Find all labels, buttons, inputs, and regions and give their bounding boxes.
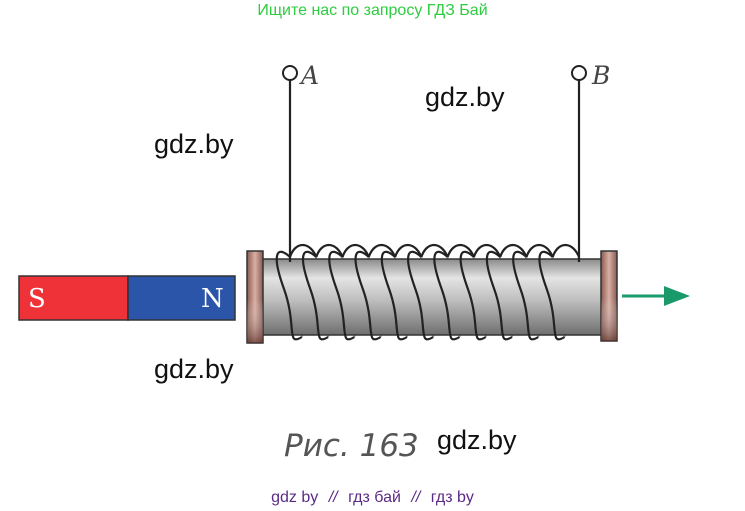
coil-turn-top — [551, 243, 581, 258]
terminal-b-contact — [571, 65, 587, 81]
bar-magnet: S N — [18, 275, 236, 321]
coil-turn — [407, 250, 434, 341]
footer-separator-2: // — [411, 489, 421, 506]
watermark-3: gdz.by — [154, 354, 234, 384]
coil-turn-top — [446, 243, 475, 258]
coil-turn — [302, 250, 329, 341]
watermark-2: gdz.by — [425, 82, 505, 112]
motion-arrow — [622, 286, 690, 306]
north-pole-label: N — [201, 284, 224, 314]
coil-turn-top — [367, 243, 397, 258]
coil-turn-top — [315, 243, 344, 258]
footer-link-2[interactable]: гдз бай — [348, 489, 401, 506]
footer-link-1[interactable]: gdz by — [271, 489, 319, 506]
terminal-a-contact — [282, 65, 298, 81]
footer-link-3[interactable]: гдз by — [430, 489, 474, 506]
coil-windings — [275, 243, 581, 341]
coil-tube — [261, 258, 605, 336]
coil-turn — [433, 250, 461, 341]
coil-turn — [538, 250, 566, 341]
terminal-b-label: B — [591, 61, 610, 90]
coil-turn — [380, 250, 408, 341]
coil-right-cap — [600, 250, 618, 342]
coil-turn — [328, 250, 355, 341]
coil-turn — [512, 250, 539, 341]
coil-turn-top — [472, 243, 502, 258]
watermark-4: gdz.by — [437, 425, 517, 455]
footer-separator-1: // — [328, 489, 338, 506]
south-pole-label: S — [28, 284, 46, 314]
coil-turn-top — [525, 243, 554, 258]
coil-turn — [485, 250, 513, 341]
coil-turn-top — [499, 243, 528, 258]
coil-turn-top — [394, 243, 423, 258]
coil-turn-top — [288, 243, 318, 258]
coil-turn — [459, 250, 487, 341]
footer-links: gdz by // гдз бай // гдз by — [0, 489, 745, 507]
coil-turn — [275, 250, 303, 341]
coil-left-cap — [246, 250, 264, 344]
magnet-north-pole — [127, 275, 236, 321]
figure-caption: Рис. 163 — [284, 428, 419, 464]
terminal-b: B — [571, 61, 610, 262]
terminal-a: A — [282, 61, 319, 262]
header-note: Ищите нас по запросу ГДЗ Бай — [257, 2, 488, 19]
coil-turn-top — [420, 243, 449, 258]
terminal-a-label: A — [299, 61, 319, 90]
coil-turn-top — [341, 243, 370, 258]
watermark-1: gdz.by — [154, 129, 234, 159]
coil-turn — [354, 250, 382, 341]
